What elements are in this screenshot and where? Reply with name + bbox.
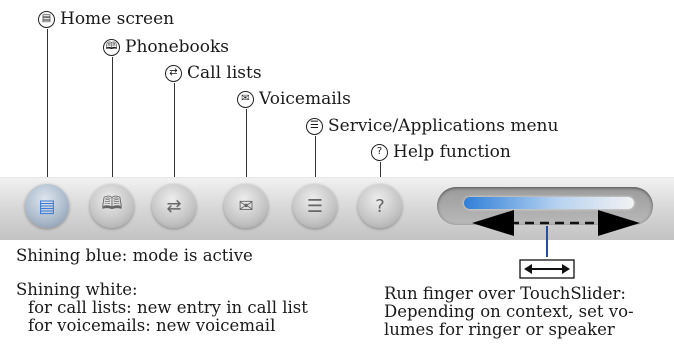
service-menu-button[interactable]: ☰ [293, 184, 337, 228]
home-screen-icon: ▤ [38, 10, 55, 28]
label-service-menu: ☰ Service/Applications menu [306, 116, 558, 136]
label-call-lists: ⇄ Call lists [165, 63, 262, 83]
leader-call-lists [174, 83, 175, 184]
note-slider-line-3: lumes for ringer or speaker [384, 320, 615, 339]
call-lists-icon: ⇄ [165, 64, 182, 82]
note-shining-blue: Shining blue: mode is active [16, 246, 253, 265]
help-button[interactable]: ? [358, 184, 402, 228]
label-text: Home screen [60, 9, 175, 29]
leader-voicemails [246, 109, 247, 184]
note-white-calls: for call lists: new entry in call list [28, 298, 308, 317]
label-text: Voicemails [259, 89, 351, 109]
label-phonebooks: 🕮 Phonebooks [103, 37, 229, 57]
note-white-voicemail: for voicemails: new voicemail [28, 316, 276, 335]
call-lists-button[interactable]: ⇄ [152, 184, 196, 228]
phonebook-icon: 🕮 [101, 193, 123, 214]
label-text: Call lists [187, 63, 262, 83]
label-text: Service/Applications menu [328, 116, 559, 136]
note-touch-slider: Run finger over TouchSlider: Depending o… [384, 285, 634, 339]
touch-slider[interactable] [464, 197, 634, 209]
home-screen-icon: ▤ [38, 195, 56, 217]
voicemail-button[interactable]: ✉ [224, 184, 268, 228]
leader-help [380, 162, 381, 184]
note-white-title: Shining white: [16, 280, 138, 299]
label-text: Help function [393, 142, 511, 162]
home-screen-button[interactable]: ▤ [25, 184, 69, 228]
service-menu-icon: ☰ [306, 195, 324, 217]
phonebook-icon: 🕮 [103, 38, 120, 56]
call-lists-icon: ⇄ [166, 195, 182, 217]
slider-arrow-left [472, 210, 514, 236]
label-voicemails: ✉ Voicemails [237, 89, 351, 109]
slider-arrow-right [598, 210, 640, 236]
phonebook-button[interactable]: 🕮 [90, 184, 134, 228]
help-icon: ? [371, 143, 388, 161]
voicemail-icon: ✉ [237, 90, 254, 108]
label-help: ? Help function [371, 142, 511, 162]
help-icon: ? [375, 195, 385, 217]
note-slider-line-2: Depending on context, set vo- [384, 302, 634, 321]
voicemail-icon: ✉ [238, 195, 254, 217]
note-shining-white: Shining white: for call lists: new entry… [16, 281, 308, 335]
slider-symbol-left-head [524, 264, 532, 274]
leader-phonebooks [112, 57, 113, 184]
leader-service-menu [315, 136, 316, 184]
service-menu-icon: ☰ [306, 117, 323, 135]
slider-symbol-right-head [562, 264, 570, 274]
leader-home [47, 29, 48, 184]
note-slider-line-1: Run finger over TouchSlider: [384, 284, 626, 303]
label-text: Phonebooks [125, 37, 230, 57]
label-home-screen: ▤ Home screen [38, 9, 174, 29]
